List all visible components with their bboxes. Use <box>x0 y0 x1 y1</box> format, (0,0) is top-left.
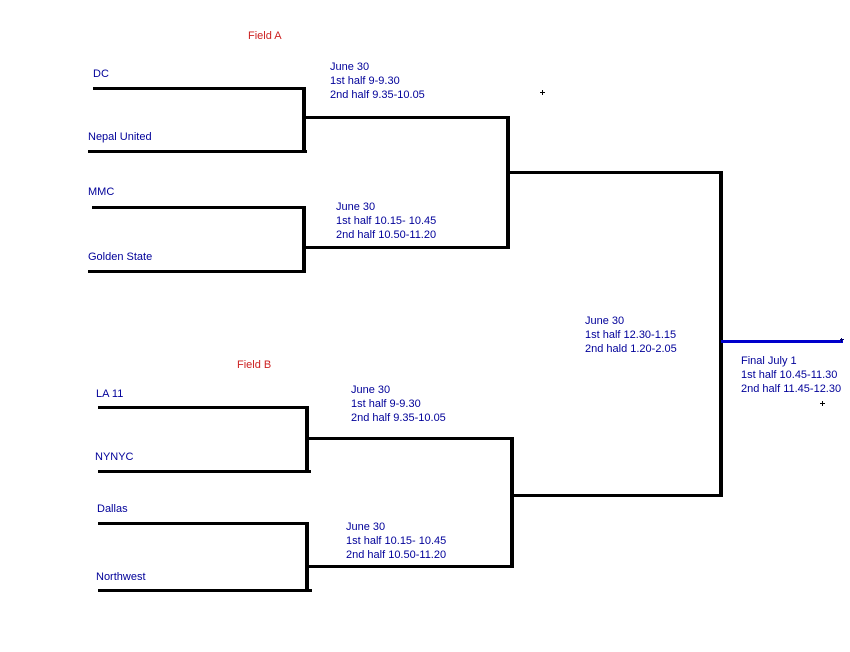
field-b-label: Field B <box>237 359 272 371</box>
schedule-first-half: 1st half 9-9.30 <box>351 398 421 410</box>
line-end-tick-icon <box>840 338 844 342</box>
bracket-line-northwest <box>98 589 312 592</box>
team-label-la-11: LA 11 <box>96 388 124 400</box>
crosshair-artifact-icon <box>540 90 545 95</box>
bracket-connector-a-match2 <box>302 206 306 273</box>
bracket-winner-line-a-match2 <box>303 246 510 249</box>
schedule-date: June 30 <box>585 315 625 327</box>
schedule-field-a-match2: June 30 1st half 10.15- 10.45 2nd half 1… <box>336 200 436 242</box>
bracket-winner-line-b-semifinal <box>511 494 723 497</box>
team-label-mmc: MMC <box>88 186 115 198</box>
schedule-second-half: 2nd half 10.50-11.20 <box>346 549 447 561</box>
schedule-first-half: 1st half 10.15- 10.45 <box>336 215 437 227</box>
bracket-winner-line-b-match2 <box>306 565 514 568</box>
schedule-final-title: Final July 1 <box>741 355 797 367</box>
bracket-line-golden-state <box>88 270 305 273</box>
schedule-second-half: 2nd half 9.35-10.05 <box>330 89 425 101</box>
schedule-date: June 30 <box>336 201 376 213</box>
bracket-line-nynyc <box>98 470 311 473</box>
schedule-final: Final July 1 1st half 10.45-11.30 2nd ha… <box>741 354 841 396</box>
team-label-northwest: Northwest <box>96 571 146 583</box>
bracket-line-dallas <box>98 522 308 525</box>
final-winner-line <box>721 340 843 343</box>
bracket-line-mmc <box>92 206 305 209</box>
team-label-dallas: Dallas <box>97 503 128 515</box>
team-label-nynyc: NYNYC <box>95 451 134 463</box>
crosshair-artifact-icon <box>820 401 825 406</box>
bracket-connector-a-semifinal <box>506 116 510 249</box>
field-a-label: Field A <box>248 30 282 42</box>
team-label-nepal-united: Nepal United <box>88 131 152 143</box>
schedule-first-half: 1st half 10.15- 10.45 <box>346 535 447 547</box>
schedule-date: June 30 <box>330 61 370 73</box>
schedule-second-half: 2nd half 9.35-10.05 <box>351 412 446 424</box>
schedule-second-half: 2nd hald 1.20-2.05 <box>585 343 677 355</box>
bracket-winner-line-a-match1 <box>303 116 510 119</box>
bracket-connector-b-match2 <box>305 522 309 592</box>
schedule-date: June 30 <box>346 521 386 533</box>
team-label-golden-state: Golden State <box>88 251 153 263</box>
schedule-first-half: 1st half 12.30-1.15 <box>585 329 677 341</box>
schedule-field-b-match1: June 30 1st half 9-9.30 2nd half 9.35-10… <box>351 383 446 425</box>
schedule-date: June 30 <box>351 384 391 396</box>
schedule-first-half: 1st half 9-9.30 <box>330 75 400 87</box>
schedule-semifinal: June 30 1st half 12.30-1.15 2nd hald 1.2… <box>585 314 677 356</box>
team-label-dc: DC <box>93 68 109 80</box>
bracket-line-dc <box>93 87 305 90</box>
bracket-connector-a-match1 <box>302 87 306 153</box>
bracket-line-la-11 <box>98 406 308 409</box>
schedule-second-half: 2nd half 10.50-11.20 <box>336 229 437 241</box>
bracket-winner-line-a-semifinal <box>507 171 722 174</box>
schedule-first-half: 1st half 10.45-11.30 <box>741 369 838 381</box>
bracket-connector-b-semifinal <box>510 437 514 568</box>
schedule-second-half: 2nd half 11.45-12.30 <box>741 383 842 395</box>
schedule-field-a-match1: June 30 1st half 9-9.30 2nd half 9.35-10… <box>330 60 425 102</box>
bracket-line-nepal-united <box>88 150 307 153</box>
bracket-winner-line-b-match1 <box>306 437 514 440</box>
schedule-field-b-match2: June 30 1st half 10.15- 10.45 2nd half 1… <box>346 520 446 562</box>
bracket-connector-final <box>719 171 723 496</box>
